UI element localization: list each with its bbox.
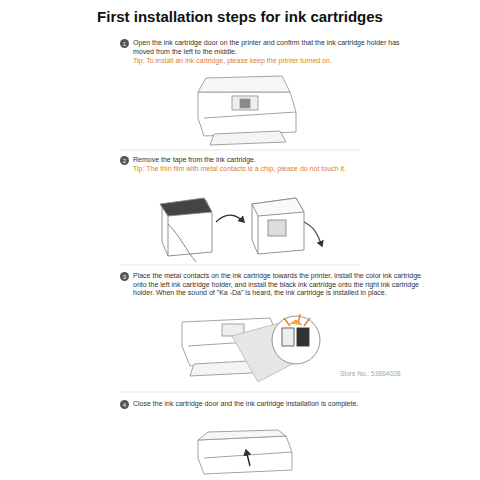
step-text: Place the metal contacts on the ink cart…: [133, 272, 423, 298]
printer-closed: [198, 430, 292, 474]
printer-install: [182, 314, 320, 382]
tip-text: Tip: The thin film with metal contacts i…: [133, 165, 393, 174]
step-number: 1: [123, 41, 126, 47]
step-text: Remove the tape from the ink cartridge.: [133, 156, 403, 165]
step-number: 3: [123, 274, 126, 280]
step-number-circle: 2: [120, 156, 129, 165]
cartridges: [160, 198, 322, 262]
step-number: 4: [123, 402, 126, 408]
title: First installation steps for ink cartrid…: [0, 8, 480, 25]
step-number-circle: 4: [120, 400, 129, 409]
printer-open: [198, 76, 296, 145]
step-number-circle: 1: [120, 39, 129, 48]
step-number-circle: 3: [120, 272, 129, 281]
watermark: Store No.: 5386402B: [340, 370, 401, 379]
step-text: Close the ink cartridge door and the ink…: [133, 400, 433, 409]
tip-text: Tip: To install an ink cartridge, please…: [133, 57, 413, 66]
step-number: 2: [123, 158, 126, 164]
step-text: Open the ink cartridge door on the print…: [133, 39, 403, 56]
